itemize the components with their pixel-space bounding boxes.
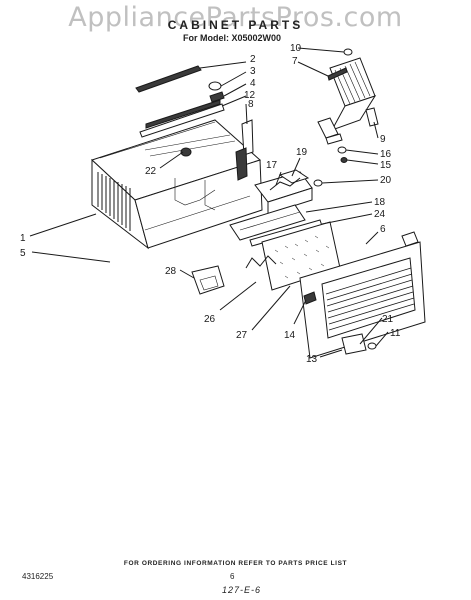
ordering-note: FOR ORDERING INFORMATION REFER TO PARTS … bbox=[123, 560, 348, 567]
callout-8: 8 bbox=[248, 99, 254, 110]
bracket-strip bbox=[235, 147, 248, 181]
callout-4: 4 bbox=[250, 78, 256, 89]
cabinet-louvers bbox=[97, 172, 131, 231]
callout-24: 24 bbox=[374, 209, 386, 220]
control-knob-block bbox=[191, 265, 225, 295]
callout-21: 21 bbox=[382, 314, 394, 325]
callout-9: 9 bbox=[380, 134, 386, 145]
clip bbox=[209, 91, 225, 103]
callout-27: 27 bbox=[236, 330, 248, 341]
front-grille bbox=[299, 231, 426, 359]
leader-lines bbox=[29, 47, 389, 358]
callout-19: 19 bbox=[296, 147, 308, 158]
cabinet-interior-lines bbox=[144, 178, 251, 231]
callout-6: 6 bbox=[380, 224, 386, 235]
top-screw bbox=[208, 81, 222, 91]
cabinet-right-side bbox=[134, 159, 263, 249]
top-rail-gasket bbox=[135, 65, 202, 93]
callout-28: 28 bbox=[165, 266, 177, 277]
bracket-13 bbox=[341, 333, 367, 355]
callout-15: 15 bbox=[380, 160, 392, 171]
callout-3: 3 bbox=[250, 66, 256, 77]
callout-17: 17 bbox=[266, 160, 278, 171]
callout-13: 13 bbox=[306, 354, 318, 365]
page-title: CABINET PARTS bbox=[167, 18, 304, 32]
callout-20: 20 bbox=[380, 175, 392, 186]
page-number: 6 bbox=[230, 572, 235, 581]
callout-7: 7 bbox=[292, 56, 298, 67]
fastener-16 bbox=[337, 146, 347, 154]
callout-22: 22 bbox=[145, 166, 157, 177]
side-curtain bbox=[317, 48, 379, 145]
knob bbox=[180, 147, 192, 157]
rail-strip-dark bbox=[145, 99, 221, 129]
callout-18: 18 bbox=[374, 197, 386, 208]
model-label: For Model: X05002W00 bbox=[183, 33, 282, 43]
document-number: 4316225 bbox=[22, 572, 54, 581]
screw-11 bbox=[367, 342, 377, 350]
callout-11: 11 bbox=[390, 328, 401, 339]
spring-clip bbox=[245, 255, 277, 269]
callout-5: 5 bbox=[20, 248, 26, 259]
blower-assembly bbox=[254, 169, 313, 215]
callout-26: 26 bbox=[204, 314, 216, 325]
callout-10: 10 bbox=[290, 43, 302, 54]
callout-2: 2 bbox=[250, 54, 256, 65]
callout-1: 1 bbox=[20, 233, 26, 244]
callout-12: 12 bbox=[244, 90, 256, 101]
fastener-20 bbox=[313, 179, 323, 187]
callout-14: 14 bbox=[284, 330, 296, 341]
callout-16: 16 bbox=[380, 149, 392, 160]
watermark: AppliancePartsPros.com bbox=[68, 2, 403, 33]
side-strip bbox=[241, 119, 254, 156]
fastener-15 bbox=[340, 157, 348, 163]
cabinet-shell bbox=[91, 119, 263, 250]
rail-strip bbox=[139, 103, 225, 138]
revision-code: 127-E-6 bbox=[222, 585, 262, 595]
